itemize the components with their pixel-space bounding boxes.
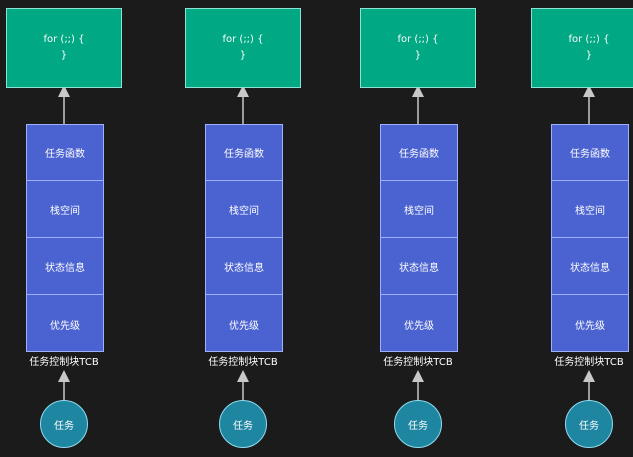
tcb-field-task-function: 任务函数 [552,125,628,181]
task-function-code-box: for (;;) { } [531,8,633,88]
tcb-field-task-function: 任务函数 [206,125,282,181]
task-control-block: 任务函数 栈空间 状态信息 优先级 [551,124,629,352]
tcb-field-stack-space: 栈空间 [552,182,628,238]
task-function-code-box: for (;;) { } [6,8,122,88]
task-function-code-box: for (;;) { } [360,8,476,88]
tcb-label: 任务控制块TCB [208,357,278,368]
task-node: 任务 [40,400,88,448]
task-control-block: 任务函数 栈空间 状态信息 优先级 [26,124,104,352]
tcb-field-priority: 优先级 [575,320,605,332]
tcb-field-state-info: 状态信息 [552,239,628,295]
tcb-label: 任务控制块TCB [29,357,99,368]
tcb-field-priority: 优先级 [404,320,434,332]
task-control-block: 任务函数 栈空间 状态信息 优先级 [380,124,458,352]
task-node: 任务 [565,400,613,448]
tcb-field-state-info: 状态信息 [381,239,457,295]
tcb-label: 任务控制块TCB [383,357,453,368]
task-control-block: 任务函数 栈空间 状态信息 优先级 [205,124,283,352]
tcb-field-stack-space: 栈空间 [206,182,282,238]
task-node: 任务 [219,400,267,448]
tcb-field-task-function: 任务函数 [381,125,457,181]
tcb-field-stack-space: 栈空间 [381,182,457,238]
tcb-field-state-info: 状态信息 [206,239,282,295]
tcb-field-state-info: 状态信息 [27,239,103,295]
tcb-field-task-function: 任务函数 [27,125,103,181]
task-function-code-box: for (;;) { } [185,8,301,88]
tcb-label: 任务控制块TCB [554,357,624,368]
tcb-field-stack-space: 栈空间 [27,182,103,238]
tcb-field-priority: 优先级 [50,320,80,332]
tcb-field-priority: 优先级 [229,320,259,332]
task-node: 任务 [394,400,442,448]
